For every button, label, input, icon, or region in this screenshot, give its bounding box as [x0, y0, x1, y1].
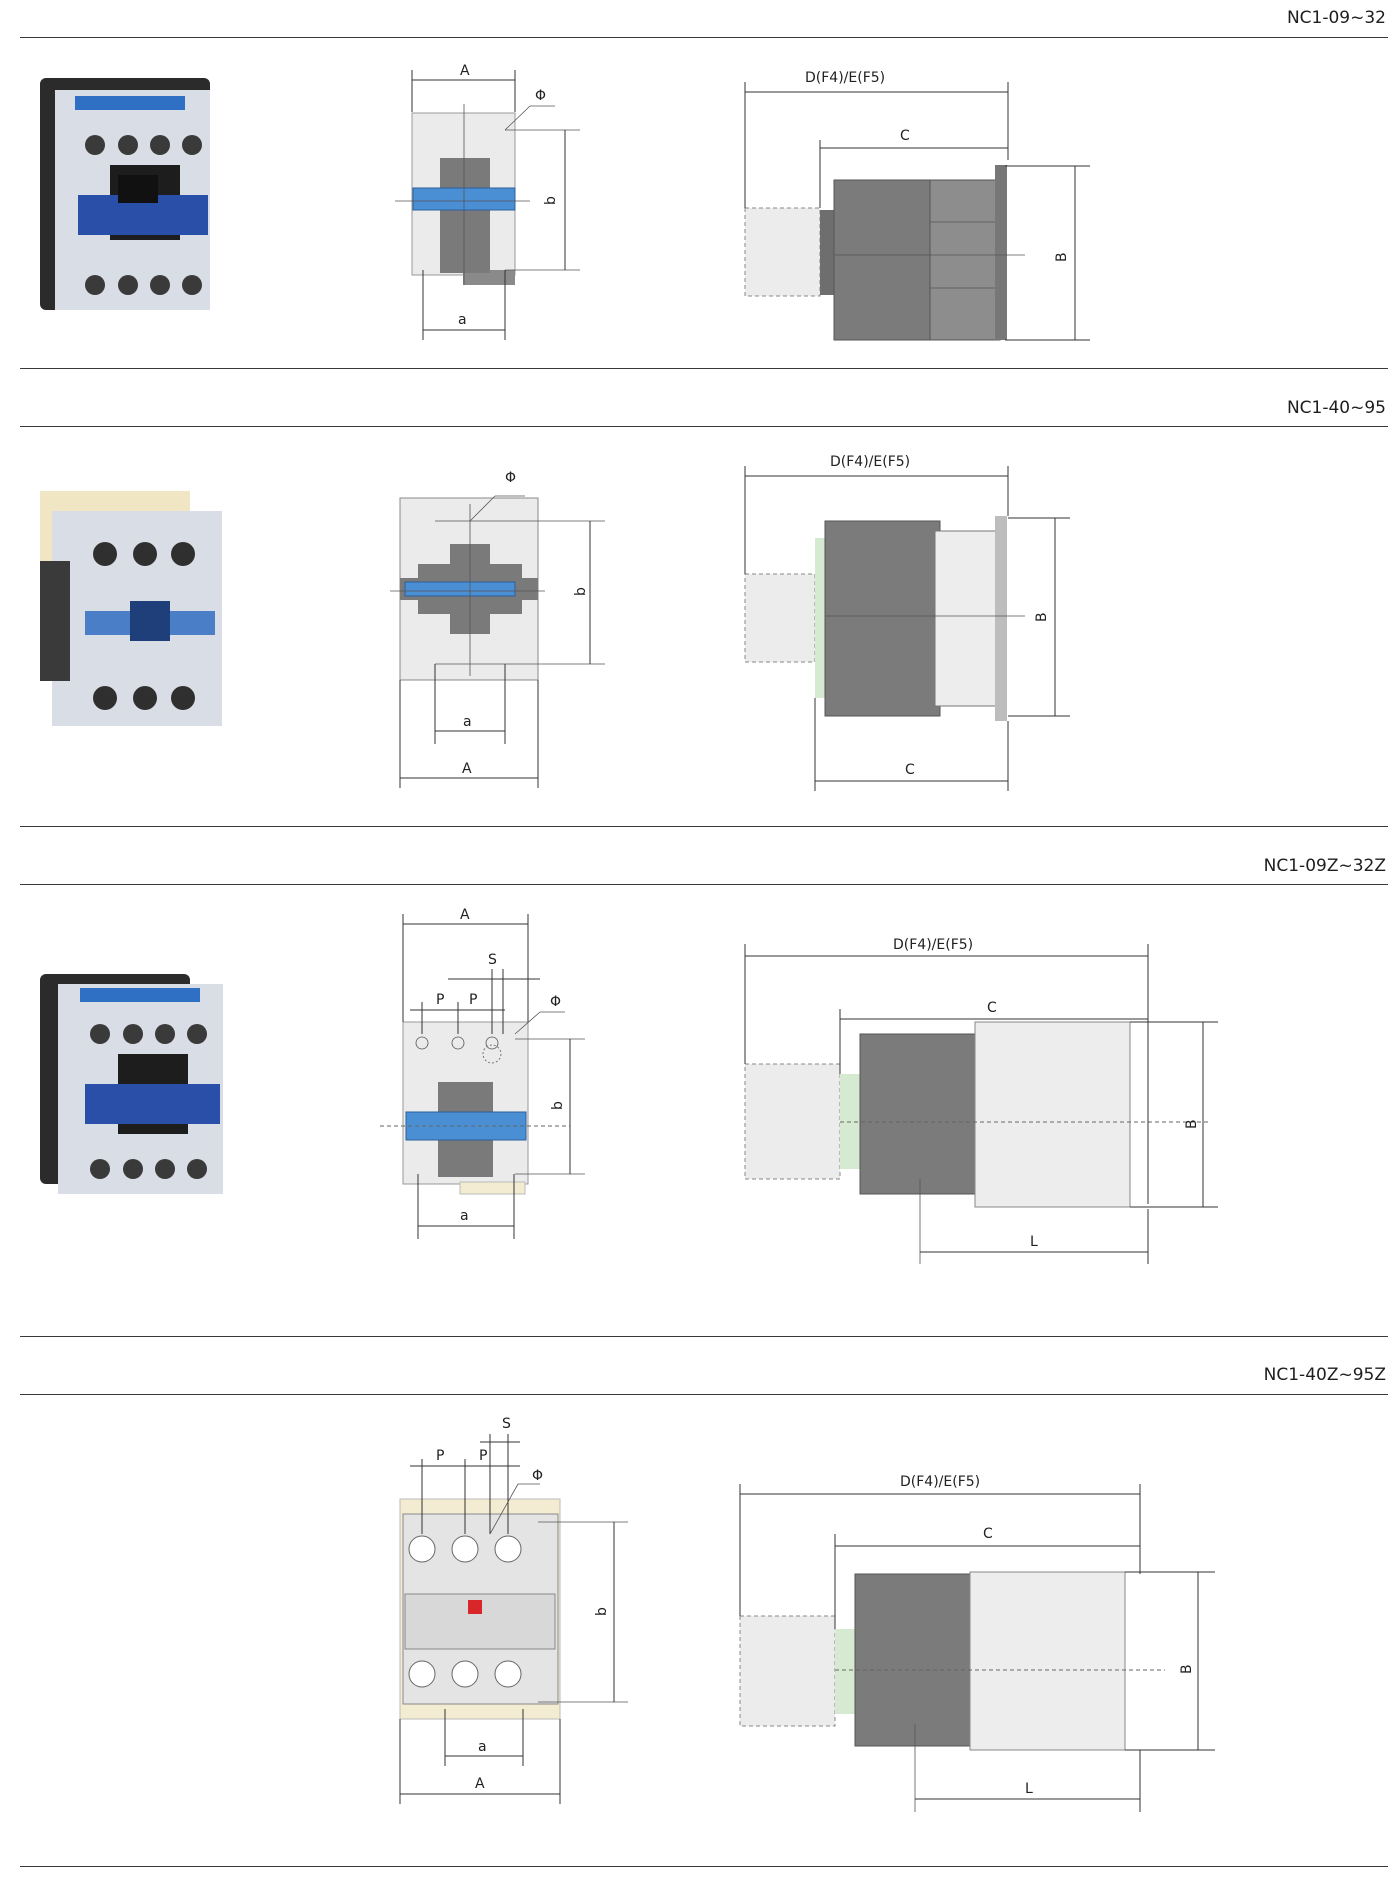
section-2-label-C: C — [905, 762, 915, 778]
section-4-bottom-rule — [20, 1866, 1388, 1867]
section-2-drawings: Φ b a A D(F4)/E(F5) B C — [40, 454, 1070, 791]
section-2-label-phi: Φ — [505, 470, 516, 486]
section-2-top-rule — [20, 426, 1388, 427]
section-1-top-rule — [20, 37, 1388, 38]
section-1-bottom-rule — [20, 368, 1388, 369]
section-1-model-label: NC1-09~32 — [1286, 8, 1386, 28]
section-2-bottom-rule — [20, 826, 1388, 827]
section-1-label-b: b — [543, 196, 559, 205]
section-4-label-D: D(F4)/E(F5) — [900, 1474, 980, 1490]
section-3-label-a: a — [460, 1208, 469, 1224]
section-1-label-a: a — [458, 312, 467, 328]
section-4-front-view — [399, 1434, 628, 1804]
section-1-label-B: B — [1054, 252, 1070, 262]
section-4-label-L: L — [1025, 1781, 1033, 1797]
section-1-label-C: C — [900, 128, 910, 144]
section-3-bottom-rule — [20, 1336, 1388, 1337]
section-1-drawings: A Φ b a D(F4)/E(F5) C B — [40, 63, 1090, 341]
section-2-side-view — [744, 466, 1070, 791]
section-3-label-b: b — [550, 1101, 566, 1110]
section-4-label-a: a — [478, 1739, 487, 1755]
section-3-product-photo — [40, 974, 223, 1194]
section-1-label-D: D(F4)/E(F5) — [805, 70, 885, 86]
section-3-label-A: A — [460, 907, 470, 923]
section-4-label-S: S — [502, 1416, 511, 1432]
section-3-label-P1: P — [436, 992, 444, 1008]
section-1-label-A: A — [460, 63, 470, 79]
section-1-product-photo — [40, 78, 210, 310]
section-4-top-rule — [20, 1394, 1388, 1395]
section-3-label-P2: P — [469, 992, 477, 1008]
section-2-label-b: b — [573, 587, 589, 596]
section-4-label-B: B — [1179, 1664, 1195, 1674]
section-3-label-C: C — [987, 1000, 997, 1016]
section-3-side-view — [744, 944, 1218, 1264]
section-2-product-photo — [40, 491, 222, 726]
section-3-label-phi: Φ — [550, 994, 561, 1010]
section-2-label-a: a — [463, 714, 472, 730]
section-4-label-A: A — [475, 1776, 485, 1792]
section-4-label-b: b — [594, 1607, 610, 1616]
section-3-drawings: A S P P Φ b a D(F4)/E(F5) C B L — [40, 907, 1218, 1264]
section-1-front-view — [395, 70, 580, 340]
section-4-model-label: NC1-40Z~95Z — [1263, 1365, 1386, 1385]
section-3-label-L: L — [1030, 1234, 1038, 1250]
section-2-label-B: B — [1034, 612, 1050, 622]
section-2-model-label: NC1-40~95 — [1286, 398, 1386, 418]
section-3-front-view — [380, 914, 585, 1239]
section-4-label-P1: P — [436, 1448, 444, 1464]
section-3-model-label: NC1-09Z~32Z — [1263, 856, 1386, 876]
section-4-label-phi: Φ — [532, 1468, 543, 1484]
section-4-drawings: S P P Φ b a A D(F4)/E(F5) C B L — [399, 1416, 1215, 1812]
section-4-side-view — [739, 1484, 1215, 1812]
section-3-label-D: D(F4)/E(F5) — [893, 937, 973, 953]
section-4-label-P2: P — [479, 1448, 487, 1464]
section-4-label-C: C — [983, 1526, 993, 1542]
section-3-label-S: S — [488, 952, 497, 968]
section-1-side-view — [744, 82, 1090, 341]
section-3-label-B: B — [1184, 1119, 1200, 1129]
section-3-top-rule — [20, 884, 1388, 885]
section-1-label-phi: Φ — [535, 88, 546, 104]
section-2-label-D: D(F4)/E(F5) — [830, 454, 910, 470]
section-2-label-A: A — [462, 761, 472, 777]
section-2-front-view — [390, 495, 605, 788]
